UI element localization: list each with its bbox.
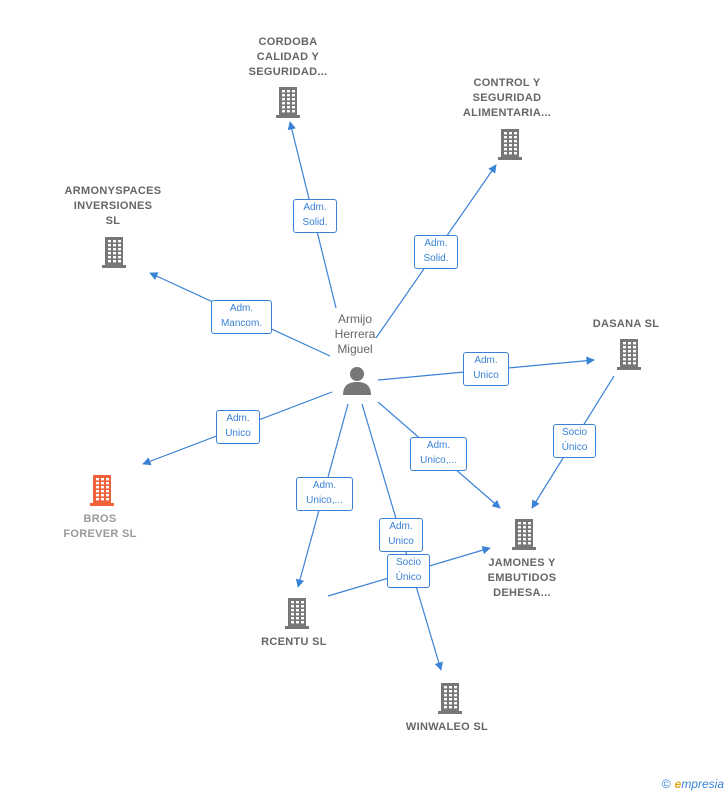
building-icon[interactable] (87, 473, 117, 507)
edge-label-bros[interactable]: Adm. Unico (216, 410, 260, 444)
building-icon[interactable] (435, 681, 465, 715)
person-icon[interactable] (342, 365, 372, 395)
edge-label-cordoba[interactable]: Adm. Solid. (293, 199, 337, 233)
building-icon[interactable] (282, 596, 312, 630)
node-label-armony[interactable]: ARMONYSPACES INVERSIONES SL (64, 185, 162, 227)
edge-label-dasana[interactable]: Adm. Unico (463, 352, 509, 386)
node-label-control[interactable]: CONTROL Y SEGURIDAD ALIMENTARIA... (462, 77, 552, 119)
node-label-cordoba[interactable]: CORDOBA CALIDAD Y SEGURIDAD... (248, 36, 328, 78)
edge-label-control[interactable]: Adm. Solid. (414, 235, 458, 269)
edge-label-rcentu[interactable]: Adm. Unico,... (296, 477, 353, 511)
node-label-winwaleo[interactable]: WINWALEO SL (405, 721, 489, 733)
copyright-icon: © (661, 777, 671, 791)
building-icon[interactable] (509, 517, 539, 551)
edge-label-dasana-jamones[interactable]: Socio Único (553, 424, 596, 458)
building-icon[interactable] (614, 337, 644, 371)
node-label-bros[interactable]: BROS FOREVER SL (63, 513, 137, 540)
edge-label-rcentu-jamones[interactable]: Socio Único (387, 554, 430, 588)
brand-name: mpresia (681, 777, 724, 791)
building-icon[interactable] (273, 85, 303, 119)
edge-label-jamones[interactable]: Adm. Unico,... (410, 437, 467, 471)
node-label-jamones[interactable]: JAMONES Y EMBUTIDOS DEHESA... (487, 557, 557, 599)
empresia-logo: ©empresia (662, 777, 724, 791)
edge-label-winwaleo[interactable]: Adm. Unico (379, 518, 423, 552)
brand-initial: e (674, 777, 682, 791)
node-label-rcentu[interactable]: RCENTU SL (261, 636, 327, 648)
building-icon[interactable] (495, 127, 525, 161)
building-icon[interactable] (99, 235, 129, 269)
node-label-person[interactable]: Armijo Herrera Miguel (334, 312, 376, 356)
node-label-dasana[interactable]: DASANA SL (592, 318, 660, 330)
edge-label-armony[interactable]: Adm. Mancom. (211, 300, 272, 334)
